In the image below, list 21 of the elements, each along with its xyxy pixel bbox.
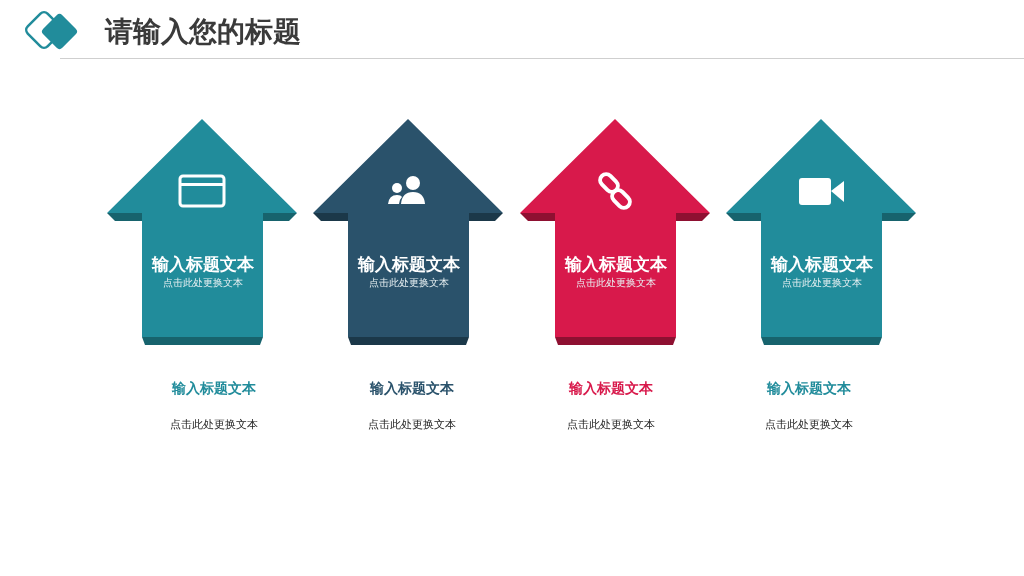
arrow-subtitle: 点击此处更换文本: [574, 276, 657, 289]
arrow-subtitle: 点击此处更换文本: [161, 276, 244, 289]
arrow-title: 输入标题文本: [769, 253, 874, 275]
item-description: 点击此处更换文本: [367, 417, 457, 431]
arrow-title: 输入标题文本: [150, 253, 255, 275]
arrow-subtitle: 点击此处更换文本: [367, 276, 450, 289]
arrow-shape: [313, 119, 503, 345]
item-description: 点击此处更换文本: [764, 417, 854, 431]
item-heading: 输入标题文本: [171, 379, 257, 397]
arrow-subtitle: 点击此处更换文本: [780, 276, 863, 289]
arrow-shape: [520, 119, 710, 345]
arrow-title: 输入标题文本: [356, 253, 461, 275]
arrow-title: 输入标题文本: [563, 253, 668, 275]
arrow-shape: [726, 119, 916, 345]
item-heading: 输入标题文本: [568, 379, 654, 397]
item-heading: 输入标题文本: [766, 379, 852, 397]
page-title: 请输入您的标题: [105, 14, 301, 50]
item-heading: 输入标题文本: [369, 379, 455, 397]
item-description: 点击此处更换文本: [169, 417, 259, 431]
item-description: 点击此处更换文本: [566, 417, 656, 431]
arrow-shape: [107, 119, 297, 345]
